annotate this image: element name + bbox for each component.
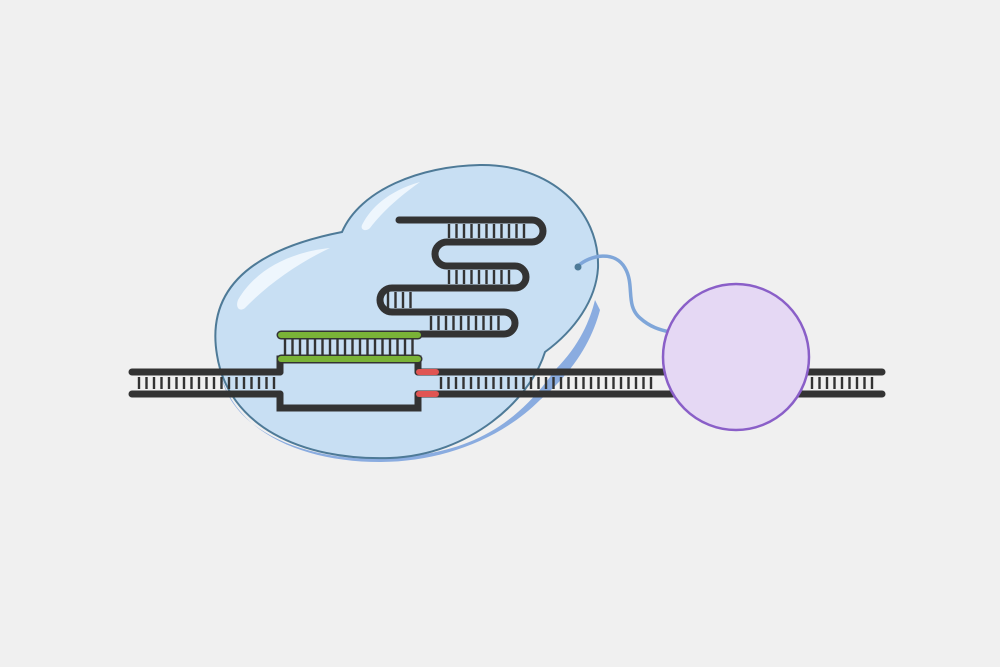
protein-highlight xyxy=(237,248,330,310)
guide-rna xyxy=(283,216,547,355)
linker xyxy=(576,254,672,334)
guide-rna-backbone xyxy=(376,216,547,338)
dna-target-strand xyxy=(276,390,422,412)
pam-site xyxy=(416,369,439,397)
linker-anchor xyxy=(574,263,582,271)
protein-highlight xyxy=(361,182,420,231)
guide-spacer xyxy=(276,330,423,364)
fused-effector xyxy=(661,282,811,432)
